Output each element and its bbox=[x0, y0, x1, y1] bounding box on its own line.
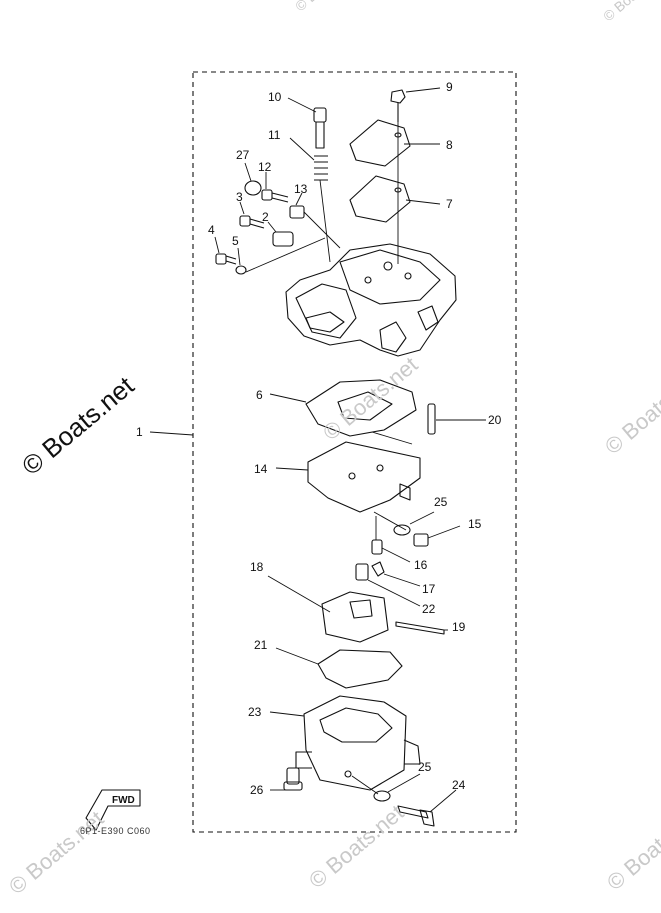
part-16-needle-valve[interactable] bbox=[371, 516, 411, 563]
part-22-needle-seat[interactable] bbox=[355, 563, 421, 607]
part-19-float-pin[interactable] bbox=[395, 621, 448, 635]
diagram-code: 6P1-E390 C060 bbox=[80, 826, 151, 836]
callout-21[interactable]: 21 bbox=[254, 638, 268, 652]
callout-19[interactable]: 19 bbox=[452, 620, 466, 634]
callout-8[interactable]: 8 bbox=[446, 138, 453, 152]
part-14-plate[interactable] bbox=[275, 441, 421, 513]
callout-7[interactable]: 7 bbox=[446, 197, 453, 211]
part-18-float[interactable] bbox=[267, 575, 389, 643]
callout-18[interactable]: 18 bbox=[250, 560, 264, 574]
callout-11[interactable]: 11 bbox=[268, 128, 281, 142]
part-9-screw[interactable] bbox=[390, 87, 441, 122]
part-6-gasket[interactable] bbox=[269, 379, 417, 437]
callout-12[interactable]: 12 bbox=[258, 160, 272, 174]
callout-14[interactable]: 14 bbox=[254, 462, 268, 476]
callout-15[interactable]: 15 bbox=[468, 517, 482, 531]
part-3-screw[interactable] bbox=[239, 201, 265, 229]
part-27-cap[interactable] bbox=[244, 162, 262, 196]
callout-17[interactable]: 17 bbox=[422, 582, 436, 596]
part-15-screw[interactable] bbox=[413, 525, 461, 547]
callout-10[interactable]: 10 bbox=[268, 90, 282, 104]
carburetor-body[interactable] bbox=[285, 243, 457, 357]
part-13-jet[interactable] bbox=[289, 192, 305, 219]
part-8-cover-plate[interactable] bbox=[349, 119, 440, 167]
callout-6[interactable]: 6 bbox=[256, 388, 263, 402]
part-23-float-bowl[interactable] bbox=[269, 695, 421, 791]
part-2-cap[interactable] bbox=[267, 221, 294, 247]
part-4-screw[interactable] bbox=[214, 236, 237, 265]
part-20-pin[interactable] bbox=[427, 403, 486, 435]
callout-4[interactable]: 4 bbox=[208, 223, 215, 237]
callout-25-lower[interactable]: 25 bbox=[418, 760, 432, 774]
callout-2[interactable]: 2 bbox=[262, 210, 269, 224]
part-24-drain-screw[interactable] bbox=[397, 789, 457, 827]
callout-9[interactable]: 9 bbox=[446, 80, 453, 94]
part-12-screw[interactable] bbox=[261, 172, 289, 203]
part-5-washer[interactable] bbox=[235, 247, 247, 275]
assembly-border bbox=[192, 71, 517, 833]
callout-22[interactable]: 22 bbox=[422, 602, 436, 616]
callout-20[interactable]: 20 bbox=[488, 413, 502, 427]
callout-13[interactable]: 13 bbox=[294, 182, 308, 196]
part-25-washer-upper[interactable] bbox=[393, 511, 435, 536]
part-10-pilot-screw[interactable] bbox=[287, 97, 327, 149]
callout-23[interactable]: 23 bbox=[248, 705, 262, 719]
fwd-label: FWD bbox=[112, 795, 135, 806]
callout-25-upper[interactable]: 25 bbox=[434, 495, 448, 509]
fwd-arrow-icon: FWD bbox=[85, 789, 141, 831]
part-25-washer-lower[interactable] bbox=[373, 773, 421, 802]
part-21-gasket[interactable] bbox=[275, 647, 403, 689]
callout-24[interactable]: 24 bbox=[452, 778, 466, 792]
callout-16[interactable]: 16 bbox=[414, 558, 428, 572]
callout-3[interactable]: 3 bbox=[236, 190, 243, 204]
callout-27[interactable]: 27 bbox=[236, 148, 250, 162]
part-17-clip[interactable] bbox=[371, 561, 421, 587]
callout-26[interactable]: 26 bbox=[250, 783, 264, 797]
callout-1[interactable]: 1 bbox=[136, 425, 143, 439]
callout-5[interactable]: 5 bbox=[232, 234, 239, 248]
part-26-screw[interactable] bbox=[270, 767, 303, 791]
part-7-gasket[interactable] bbox=[349, 175, 441, 223]
part-11-spring[interactable] bbox=[289, 137, 328, 181]
